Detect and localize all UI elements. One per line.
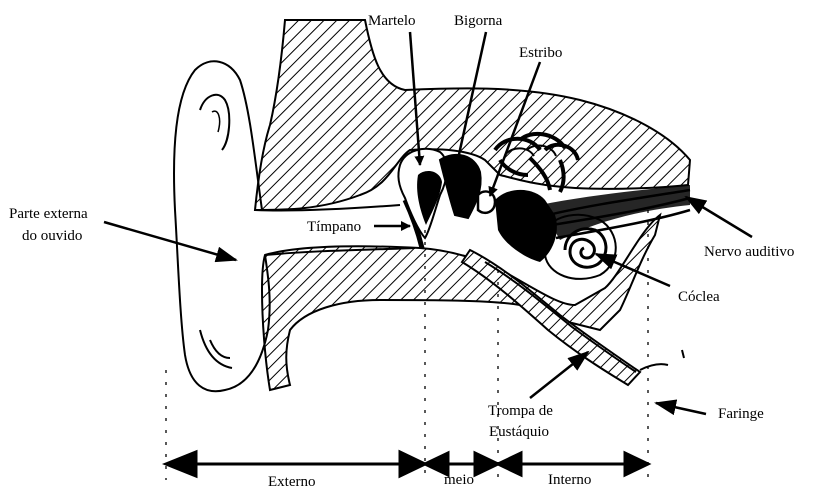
label-trompa-2: Eustáquio	[489, 424, 549, 440]
label-coclea: Cóclea	[678, 289, 720, 305]
label-faringe: Faringe	[718, 406, 764, 422]
estribo-bone	[478, 191, 495, 212]
arrow-externo-head-right	[400, 452, 425, 476]
pointer-nervo	[686, 197, 752, 237]
label-nervo-auditivo: Nervo auditivo	[704, 244, 794, 260]
arrow-externo-head-left	[166, 452, 196, 476]
label-timpano: Tímpano	[307, 219, 361, 235]
pharynx-mark	[640, 350, 684, 370]
pinna-inner-top2	[212, 111, 220, 132]
pointer-parte-externa	[104, 222, 236, 260]
label-parte-externa-1: Parte externa	[9, 206, 88, 222]
pointer-faringe	[656, 403, 706, 414]
pointer-trompa	[530, 352, 588, 398]
arrow-interno-head-left	[498, 453, 521, 475]
section-label-meio: meio	[444, 472, 474, 488]
label-martelo: Martelo	[368, 13, 415, 29]
arrow-interno-head-right	[625, 453, 648, 475]
label-parte-externa-2: do ouvido	[22, 228, 82, 244]
label-estribo: Estribo	[519, 45, 562, 61]
bigorna-bone	[440, 155, 481, 218]
pinna-inner-top	[200, 95, 229, 150]
auditory-nerve-body	[540, 185, 690, 240]
label-bigorna: Bigorna	[454, 13, 503, 29]
pinna-lobe-inner	[200, 330, 232, 368]
section-label-interno: Interno	[548, 472, 591, 488]
pinna	[174, 61, 270, 391]
label-trompa-1: Trompa de	[488, 403, 553, 419]
section-label-externo: Externo	[268, 474, 315, 490]
